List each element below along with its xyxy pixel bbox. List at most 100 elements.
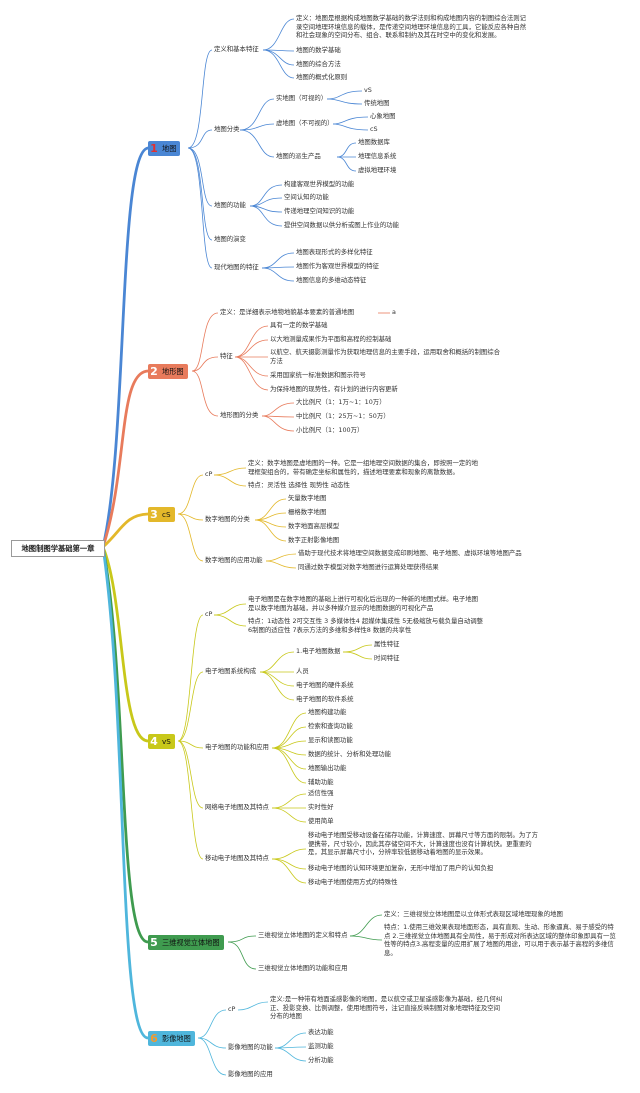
b6-func-analyze[interactable]: 分析功能 [308, 1056, 334, 1064]
b4-mobile-map[interactable]: 移动电子地图及其特点 [205, 854, 269, 862]
b4-cp[interactable]: cP [205, 610, 213, 618]
b2-feature-update[interactable]: 为保持地图的现势性，有计划的进行内容更新 [270, 385, 398, 393]
b4-system[interactable]: 电子地图系统构成 [205, 667, 257, 675]
b2-feature-math[interactable]: 具有一定的数学基础 [270, 321, 328, 329]
b4-web-adapt[interactable]: 适信性强 [308, 789, 334, 797]
b3-cp[interactable]: cP [205, 470, 213, 478]
b4-functions[interactable]: 电子地图的功能和应用 [205, 743, 269, 751]
b1-traditional-map[interactable]: 传统地图 [364, 99, 390, 107]
b4-personnel[interactable]: 人员 [296, 667, 309, 675]
b2-definition[interactable]: 定义：是详细表示地物地貌基本要素的普通地图 [220, 308, 355, 316]
b1-definition-features[interactable]: 定义和基本特征 [214, 45, 259, 53]
b3-classification[interactable]: 数字地图的分类 [205, 515, 250, 523]
b2-large-scale[interactable]: 大比例尺（1：1万~1：10万） [296, 398, 386, 406]
b6-cp[interactable]: cP [228, 1005, 236, 1013]
b1-virtual-env[interactable]: 虚拟地理环境 [358, 166, 397, 174]
b4-func-stats[interactable]: 数据的统计、分析和处理功能 [308, 750, 392, 758]
b3-dem[interactable]: 数字地面高层模型 [288, 522, 340, 530]
b4-func-display[interactable]: 显示和读图功能 [308, 736, 353, 744]
b2-medium-scale[interactable]: 中比例尺（1：25万~1：50万） [296, 412, 390, 420]
b2-classification[interactable]: 地形图的分类 [220, 411, 259, 419]
b4-time[interactable]: 时间特征 [374, 654, 400, 662]
b4-mobile-limits[interactable]: 移动电子地图受移动设备在储存功能，计算速度、屏幕尺寸等方面的限制。为了方便携带，… [308, 831, 539, 857]
branch-line-6 [101, 545, 150, 1040]
b1-func-knowledge[interactable]: 传递地理空间知识的功能 [284, 207, 355, 215]
b3-vector-map[interactable]: 矢量数字地图 [288, 494, 327, 502]
b1-map-evolution[interactable]: 地图的演变 [214, 235, 246, 243]
b6-func-express[interactable]: 表达功能 [308, 1028, 334, 1036]
b5-definition-features[interactable]: 三维视觉立体地图的定义和特点 [258, 931, 348, 939]
b3-traits[interactable]: 特点：灵活性 选择性 现势性 动态性 [248, 481, 350, 489]
b4-definition[interactable]: 电子地图是在数字地图的基础上进行可视化后出现的一种新的地图式样。电子地图是以数字… [248, 595, 479, 612]
branch-3-topic[interactable]: 3 cS [148, 507, 175, 522]
branch-line-2 [101, 369, 150, 549]
b6-definition[interactable]: 定义:是一种带有地面遥感影像的地图，是以航空或卫星遥感影像为基础，经几何纠正、投… [270, 995, 503, 1021]
b1-map-classification[interactable]: 地图分类 [214, 125, 240, 133]
b6-func-monitor[interactable]: 监测功能 [308, 1042, 334, 1050]
b1-map-database[interactable]: 地图数据库 [358, 138, 390, 146]
b2-small-scale[interactable]: 小比例尺（1：100万） [296, 426, 364, 434]
b3-raster-map[interactable]: 栅格数字地图 [288, 508, 327, 516]
b1-func-data[interactable]: 提供空间数据以供分析或图上作业的功能 [284, 221, 400, 229]
b1-generalization-principle[interactable]: 地图的概式化原则 [296, 73, 348, 81]
b2-feature-photogrammetry[interactable]: 以航空、航天摄影测量作为获取地理信息的主要手段，运用取舍和概括的制图综合方法 [270, 348, 501, 365]
b5-traits[interactable]: 特点：1.使用三维效果表现地面形态，具有直观、生动、形象逼真、易于感受的特点 2… [384, 923, 616, 957]
b1-real-map-vs[interactable]: vS [364, 86, 372, 94]
b4-func-aux[interactable]: 辅助功能 [308, 778, 334, 786]
b1-func-model[interactable]: 构建客观世界模型的功能 [284, 180, 355, 188]
b2-feature-geodesy[interactable]: 以大地测量成果作为平面和高程的控制基础 [270, 335, 392, 343]
b1-gis[interactable]: 地理信息系统 [358, 152, 397, 160]
b1-map-functions[interactable]: 地图的功能 [214, 201, 246, 209]
b1-virtual-map-cs[interactable]: cS [370, 125, 378, 133]
b2-feature-standard[interactable]: 采用国家统一标准数据和图示符号 [270, 371, 366, 379]
b1-real-map[interactable]: 实地图（可视的） [276, 94, 328, 102]
b4-web-simple[interactable]: 使用简单 [308, 817, 334, 825]
root-topic[interactable]: 地图制图学基础第一章 [11, 540, 105, 557]
b4-web-realtime[interactable]: 实时性好 [308, 803, 334, 811]
b1-virtual-map[interactable]: 虚地图（不可视的） [276, 119, 334, 127]
b4-func-build[interactable]: 地图构建功能 [308, 708, 347, 716]
b6-applications[interactable]: 影像地图的应用 [228, 1070, 273, 1078]
b3-definition[interactable]: 定义：数字地图是虚地图的一种。它是一组地理空间数据的集合，即按照一定的地理框架组… [248, 459, 479, 476]
b4-func-query[interactable]: 检索和查询功能 [308, 722, 353, 730]
b1-modern-features[interactable]: 现代地图的特征 [214, 263, 259, 271]
branch-3-number: 3 [150, 508, 158, 521]
b1-feature-diverse[interactable]: 地图表现形式的多样化特征 [296, 248, 373, 256]
b4-attribute[interactable]: 属性特征 [374, 640, 400, 648]
b2-features[interactable]: 特征 [220, 352, 233, 360]
b3-app-compute[interactable]: 同通过数字模型对数字地图进行运算处理获得结果 [298, 563, 439, 571]
b3-orthophoto[interactable]: 数字正射影像地图 [288, 536, 340, 544]
b4-func-output[interactable]: 地图输出功能 [308, 764, 347, 772]
b4-mobile-usage[interactable]: 移动电子地图使用方式的特殊性 [308, 878, 398, 886]
branch-1-number: 1 [150, 142, 158, 155]
b1-func-cognition[interactable]: 空间认知的功能 [284, 193, 329, 201]
b1-synthesis-method[interactable]: 地图的综合方法 [296, 60, 341, 68]
b5-applications[interactable]: 三维视觉立体地图的功能和应用 [258, 964, 348, 972]
b3-applications[interactable]: 数字地图的应用功能 [205, 556, 263, 564]
b4-map-data[interactable]: 1.电子地图数据 [296, 647, 341, 655]
b2-definition-tag[interactable]: a [392, 308, 396, 316]
b1-feature-model[interactable]: 地图作为客观世界模型的特征 [296, 262, 380, 270]
b6-functions[interactable]: 影像地图的功能 [228, 1043, 273, 1051]
b4-mobile-cognition[interactable]: 移动电子地图的认知环境更加复杂，无形中增加了用户的认知负担 [308, 864, 494, 872]
b4-software[interactable]: 电子地图的软件系统 [296, 695, 354, 703]
b4-hardware[interactable]: 电子地图的硬件系统 [296, 681, 354, 689]
b3-app-products[interactable]: 借助于现代技术将地理空间数据变成印刷地图、电子地图、虚拟环境等地图产品 [298, 549, 522, 557]
b1-derived-products[interactable]: 地图的派生产品 [276, 152, 321, 160]
b1-math-basis[interactable]: 地图的数学基础 [296, 46, 341, 54]
b5-definition[interactable]: 定义：三维视觉立体地图是以立体形式表现区域地理现象的地图 [384, 910, 563, 918]
b4-web-map[interactable]: 网络电子地图及其特点 [205, 803, 269, 811]
branch-line-5 [101, 545, 150, 944]
b1-feature-dynamic[interactable]: 地图信息的多维动态特征 [296, 276, 367, 284]
branch-3-label: cS [162, 510, 171, 519]
b4-traits[interactable]: 特点：1动态性 2可交互性 3 多媒体性4 超媒体集成性 5无极缩放与载负量自动… [248, 617, 483, 634]
b1-mental-map[interactable]: 心象地图 [370, 112, 396, 120]
b1-definition-text[interactable]: 定义：地图是根据构成地图数学基础的数学法则和构成地图内容的制图综合法则记录空间地… [296, 14, 527, 40]
branch-5-number: 5 [150, 936, 158, 949]
